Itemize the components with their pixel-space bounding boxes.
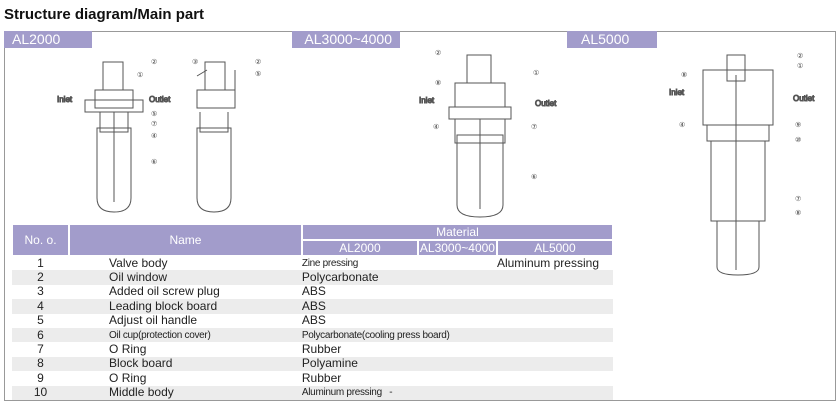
table-row: 3 Added oil screw plug ABS <box>12 285 613 299</box>
row-material: Rubber <box>301 342 342 357</box>
row-material: Aluminum pressing - <box>301 385 613 400</box>
row-name: Adjust oil handle <box>109 313 198 328</box>
svg-text:⑧: ⑧ <box>681 71 687 79</box>
row-name: O Ring <box>109 342 147 357</box>
svg-text:①: ① <box>137 71 143 79</box>
page-title: Structure diagram/Main part <box>4 6 205 23</box>
svg-text:⑥: ⑥ <box>531 173 537 181</box>
inlet-label: Inlet <box>669 88 685 97</box>
header-al5000: AL5000 <box>496 240 613 256</box>
row-material: Zine pressing <box>301 257 359 269</box>
svg-text:⑥: ⑥ <box>151 158 157 166</box>
header-al3000-4000: AL3000~4000 <box>417 240 497 256</box>
row-material: Polycarbonate <box>301 270 613 285</box>
svg-text:④: ④ <box>151 132 157 140</box>
al5000-diagram: Inlet Outlet ② ① ⑧ ④ ⑨ ⑩ ⑦ ⑧ <box>669 52 816 276</box>
svg-text:⑩: ⑩ <box>795 136 801 144</box>
row-no: 7 <box>37 342 44 357</box>
table-row: 5 Adjust oil handle ABS <box>12 314 613 328</box>
row-no: 5 <box>37 313 44 328</box>
svg-text:⑧: ⑧ <box>795 209 801 217</box>
table-row: 9 O Ring Rubber <box>12 371 613 385</box>
table-row: 7 O Ring Rubber <box>12 342 613 356</box>
svg-text:⑦: ⑦ <box>531 123 537 131</box>
row-material-al5000: Aluminum pressing <box>496 255 599 270</box>
header-name: Name <box>69 224 302 256</box>
row-name: O Ring <box>109 370 147 385</box>
row-no: 6 <box>12 327 70 343</box>
svg-text:⑤: ⑤ <box>151 110 157 118</box>
tab-al3000-4000: AL3000~4000 <box>292 31 400 48</box>
svg-text:④: ④ <box>433 123 439 131</box>
svg-text:③: ③ <box>192 58 198 66</box>
row-material: ABS <box>301 284 326 299</box>
row-material: Rubber <box>301 370 342 385</box>
svg-text:④: ④ <box>679 121 685 129</box>
tab-al2000: AL2000 <box>4 31 92 48</box>
row-name: Oil cup(protection cover) <box>69 327 302 343</box>
material-text: Aluminum pressing <box>301 387 382 399</box>
svg-text:⑤: ⑤ <box>255 70 261 78</box>
row-name: Block board <box>69 356 302 372</box>
row-no: 10 <box>12 385 70 400</box>
svg-text:⑦: ⑦ <box>795 195 801 203</box>
row-material: ABS <box>301 313 326 328</box>
row-no: 1 <box>37 255 44 270</box>
row-material: Polyamine <box>301 356 613 372</box>
svg-text:②: ② <box>255 58 261 66</box>
row-no: 9 <box>37 370 44 385</box>
svg-text:①: ① <box>797 62 803 70</box>
header-material: Material <box>301 224 613 240</box>
diagram-frame <box>4 31 836 401</box>
svg-text:②: ② <box>797 52 803 60</box>
inlet-label: Inlet <box>57 95 73 104</box>
table-row: 1 Valve body Zine pressing Aluminum pressin… <box>12 256 613 270</box>
svg-text:②: ② <box>151 58 157 66</box>
tab-al5000: AL5000 <box>567 31 657 48</box>
outlet-label: Outlet <box>535 99 557 108</box>
svg-text:②: ② <box>435 49 441 57</box>
row-name: Middle body <box>69 385 302 400</box>
row-name: Leading block board <box>69 299 302 314</box>
svg-text:⑨: ⑨ <box>795 121 801 129</box>
outlet-label: Outlet <box>149 95 171 104</box>
row-no: 2 <box>12 270 70 285</box>
svg-text:①: ① <box>533 69 539 77</box>
parts-table: No. o. Name Material AL2000 AL3000~4000 … <box>12 224 613 400</box>
al3000-4000-diagram: Inlet Outlet ② ① ⑧ ④ ⑦ ⑥ <box>419 49 558 218</box>
material-al3000-text: - <box>389 387 393 399</box>
header-al2000: AL2000 <box>301 240 418 256</box>
svg-text:⑧: ⑧ <box>435 79 441 87</box>
row-no: 4 <box>12 299 70 314</box>
outlet-label: Outlet <box>793 94 815 103</box>
row-material: Polycarbonate(cooling press board) <box>301 327 613 343</box>
row-no: 3 <box>37 284 44 299</box>
inlet-label: Inlet <box>419 96 435 105</box>
row-material: ABS <box>301 299 613 314</box>
row-name: Valve body <box>109 255 168 270</box>
row-name: Oil window <box>69 270 302 285</box>
svg-text:⑦: ⑦ <box>151 120 157 128</box>
header-no: No. o. <box>12 224 70 256</box>
row-no: 8 <box>12 356 70 372</box>
row-name: Added oil screw plug <box>109 284 220 299</box>
